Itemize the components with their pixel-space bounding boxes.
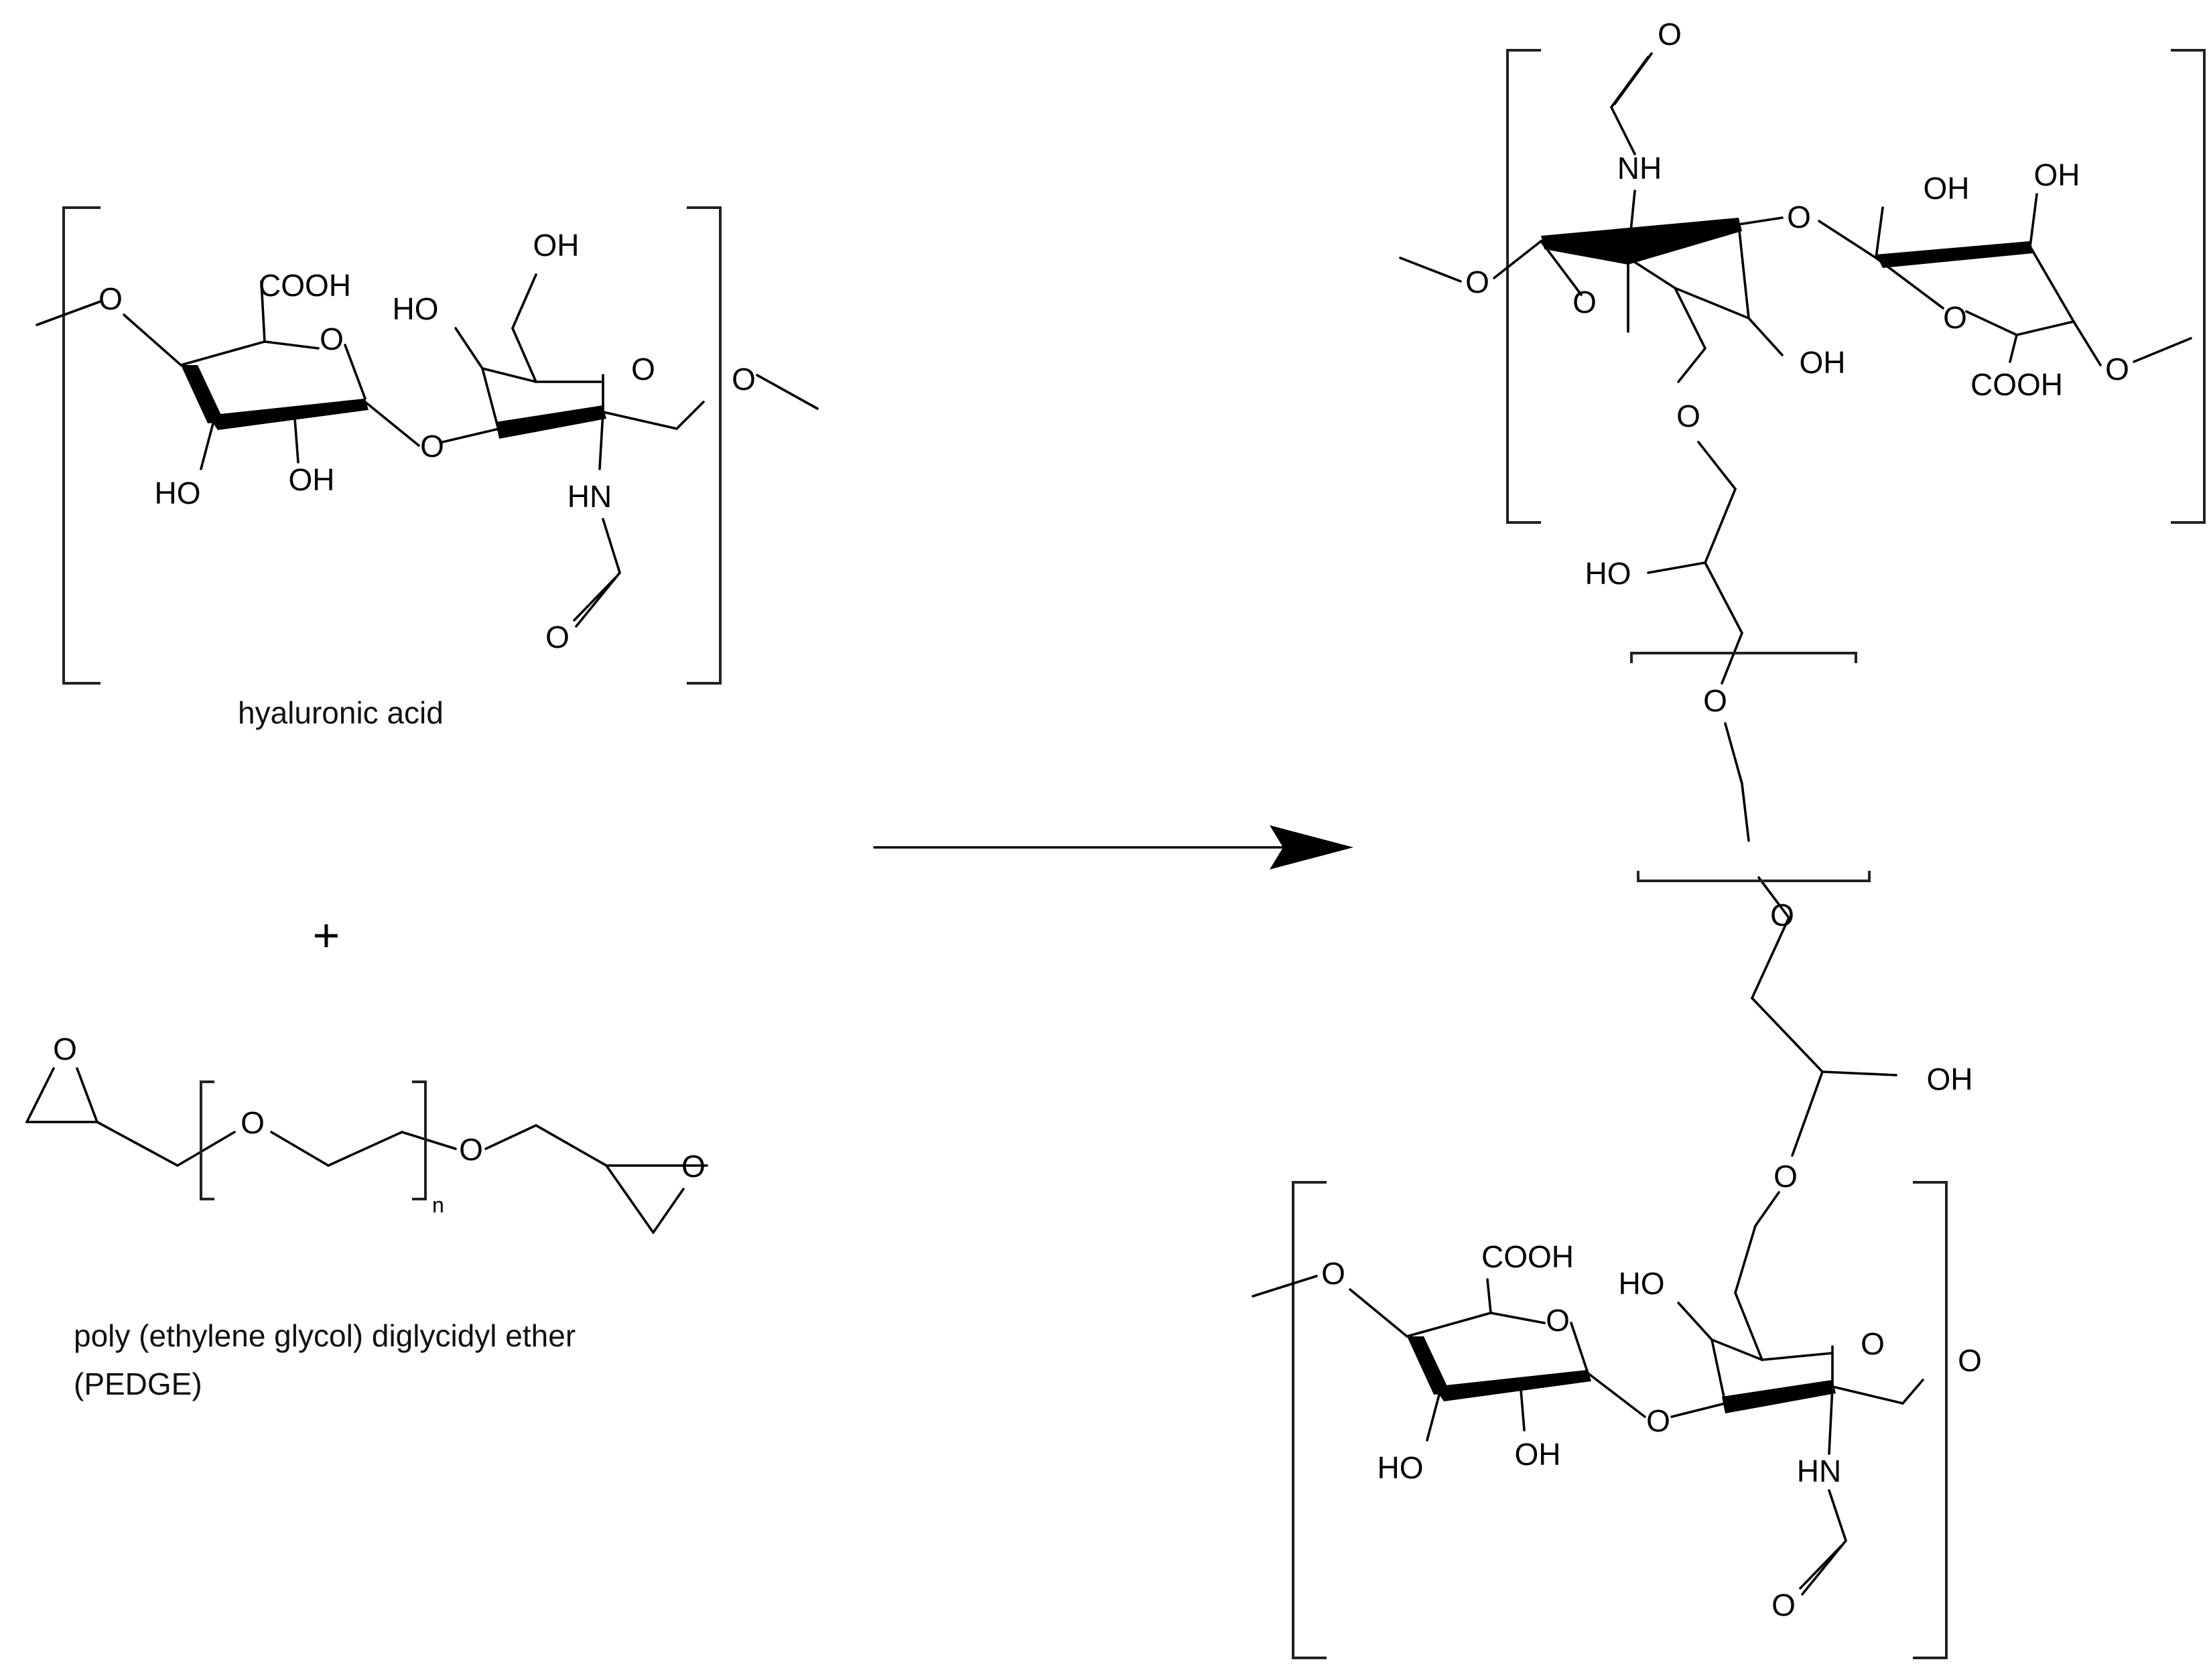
- product-atom-cooh-bottom: COOH: [1481, 1239, 1574, 1274]
- product-atom-o-glycosidic-top-left: O: [1465, 265, 1489, 299]
- product-atom-oh-top-3: OH: [1800, 345, 1846, 380]
- caption-pedge-line2: (PEDGE): [74, 1367, 202, 1401]
- atom-ho-c4: HO: [155, 476, 201, 510]
- linker-bracket-top: [1630, 652, 1857, 663]
- peg-bracket-left: [200, 1080, 214, 1200]
- atom-ho-ring2: HO: [393, 291, 439, 326]
- atom-o-glycosidic-right: O: [732, 362, 756, 397]
- caption-hyaluronic-acid: hyaluronic acid: [238, 695, 444, 730]
- product-atom-oh-linker: OH: [1927, 1062, 1973, 1097]
- plus-sign: +: [313, 909, 340, 961]
- repeat-bracket-left: [62, 206, 100, 685]
- atom-o-bridge: O: [420, 429, 444, 464]
- atom-epoxide-o-right: O: [681, 1149, 706, 1184]
- product-atom-ring-o-top-left: O: [1572, 285, 1597, 320]
- product-atom-ring-o-bottom-right: O: [1861, 1326, 1885, 1361]
- caption-pedge-line1: poly (ethylene glycol) diglycidyl ether: [74, 1318, 576, 1353]
- product-atom-ring-o-bottom-left: O: [1546, 1303, 1570, 1338]
- atom-ether-o-outer: O: [459, 1132, 483, 1167]
- atom-cooh-label: COOH: [259, 268, 351, 303]
- product-atom-oh-top-1: OH: [1924, 171, 1970, 206]
- atom-ring-o-left: O: [320, 322, 344, 356]
- atom-epoxide-o-left: O: [53, 1032, 77, 1066]
- pedge-structure: O O O O n poly (ethylene glycol) diglyci…: [25, 1032, 708, 1401]
- atom-oh-ch2: OH: [533, 228, 580, 263]
- product-atom-o-linker-1: O: [1676, 399, 1700, 433]
- product-atom-o-glycosidic-bottom-left: O: [1321, 1256, 1345, 1291]
- reaction-arrow: [873, 825, 1353, 869]
- product-atom-o-linker-3: O: [1770, 898, 1794, 932]
- product-atom-ho-linker: HO: [1585, 556, 1631, 591]
- product-atom-oh-top-2: OH: [2034, 157, 2080, 192]
- atom-hn-acetamide: HN: [567, 479, 612, 514]
- hyaluronic-acid-structure: O COOH O HO OH O HO OH O O HN O hyaluron…: [36, 206, 819, 730]
- product-atom-o-bridge-top: O: [1787, 200, 1811, 234]
- product-atom-o-linker-4: O: [1773, 1159, 1798, 1194]
- linker-bracket-bottom: [1637, 871, 1871, 882]
- product-bottom-bracket-left: [1292, 1181, 1327, 1659]
- repeat-subscript-n: n: [432, 1193, 444, 1217]
- peg-bracket-right: [412, 1080, 427, 1200]
- product-atom-o-linker-2: O: [1703, 683, 1727, 718]
- atom-o-carbonyl: O: [545, 620, 570, 654]
- atom-ring-o-right: O: [631, 352, 655, 387]
- atom-ether-o-inner: O: [241, 1105, 265, 1140]
- crosslinked-product-structure: O NH O O O OH OH O OH COOH O O HO O O OH…: [1252, 17, 2206, 1659]
- product-atom-o-bridge-bottom: O: [1646, 1403, 1670, 1438]
- product-atom-ho-bottom-2: HO: [1378, 1450, 1424, 1485]
- product-atom-ring-o-top-right: O: [1943, 300, 1967, 335]
- product-bottom-bracket-right: [1913, 1181, 1948, 1659]
- product-top-bracket-left: [1506, 49, 1541, 524]
- product-atom-nh-top: NH: [1617, 151, 1662, 186]
- product-top-bracket-right: [2171, 49, 2206, 524]
- atom-oh-c3: OH: [289, 462, 335, 497]
- product-atom-o-glycosidic-bottom-right: O: [1958, 1343, 1982, 1378]
- product-atom-oh-bottom: OH: [1515, 1437, 1561, 1472]
- product-atom-o-carbonyl-top: O: [1658, 17, 1682, 52]
- product-atom-o-glycosidic-top-right: O: [2105, 352, 2129, 387]
- repeat-bracket-right: [687, 206, 722, 685]
- product-atom-o-carbonyl-bottom: O: [1771, 1588, 1796, 1622]
- product-atom-cooh-top: COOH: [1970, 367, 2063, 402]
- product-atom-ho-bottom-1: HO: [1619, 1266, 1665, 1301]
- atom-o-glycosidic-left: O: [98, 281, 123, 316]
- product-atom-hn-bottom: HN: [1797, 1454, 1841, 1488]
